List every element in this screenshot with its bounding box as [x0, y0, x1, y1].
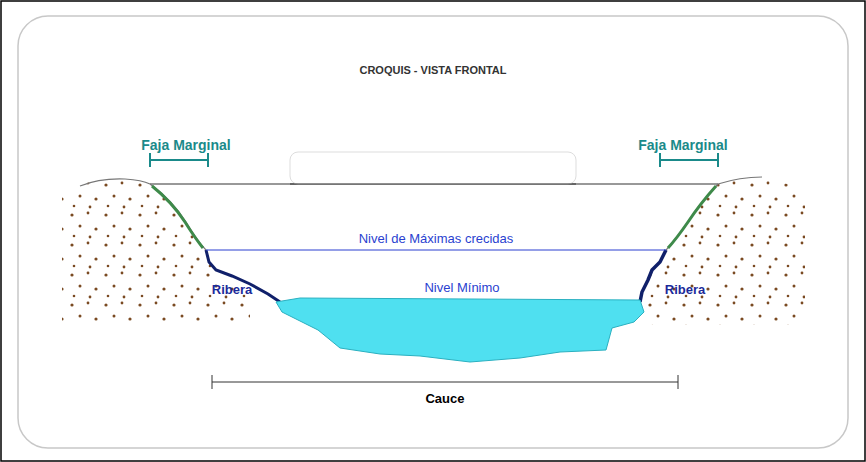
marginal-strip	[152, 186, 203, 248]
ribera-label: Ribera	[665, 283, 705, 297]
bank-slope	[666, 184, 718, 250]
faja-bracket	[150, 153, 208, 167]
bank-ribera	[640, 250, 666, 302]
level-label: Nivel Mínimo	[424, 281, 499, 295]
right-soil	[645, 179, 805, 325]
panel-frame	[18, 16, 848, 448]
faja-label: Faja Marginal	[638, 138, 727, 153]
faja-label: Faja Marginal	[141, 138, 230, 153]
ground-line	[718, 177, 762, 184]
top-line	[290, 184, 576, 185]
diagram-title: CROQUIS - VISTA FRONTAL	[359, 64, 506, 76]
faja-bracket	[660, 153, 718, 167]
bank-ribera	[206, 250, 280, 302]
level-label: Nivel de Máximas crecidas	[359, 232, 514, 246]
max-flood-line	[206, 250, 666, 251]
cauce-label: Cauce	[425, 392, 464, 406]
blank-box	[290, 152, 576, 184]
top-line	[150, 184, 718, 185]
ribera-label: Ribera	[212, 283, 252, 297]
water-body	[276, 298, 644, 362]
ground-line	[80, 179, 150, 186]
cauce-bracket	[212, 375, 678, 389]
bank-slope	[150, 184, 206, 250]
marginal-strip	[668, 186, 716, 248]
